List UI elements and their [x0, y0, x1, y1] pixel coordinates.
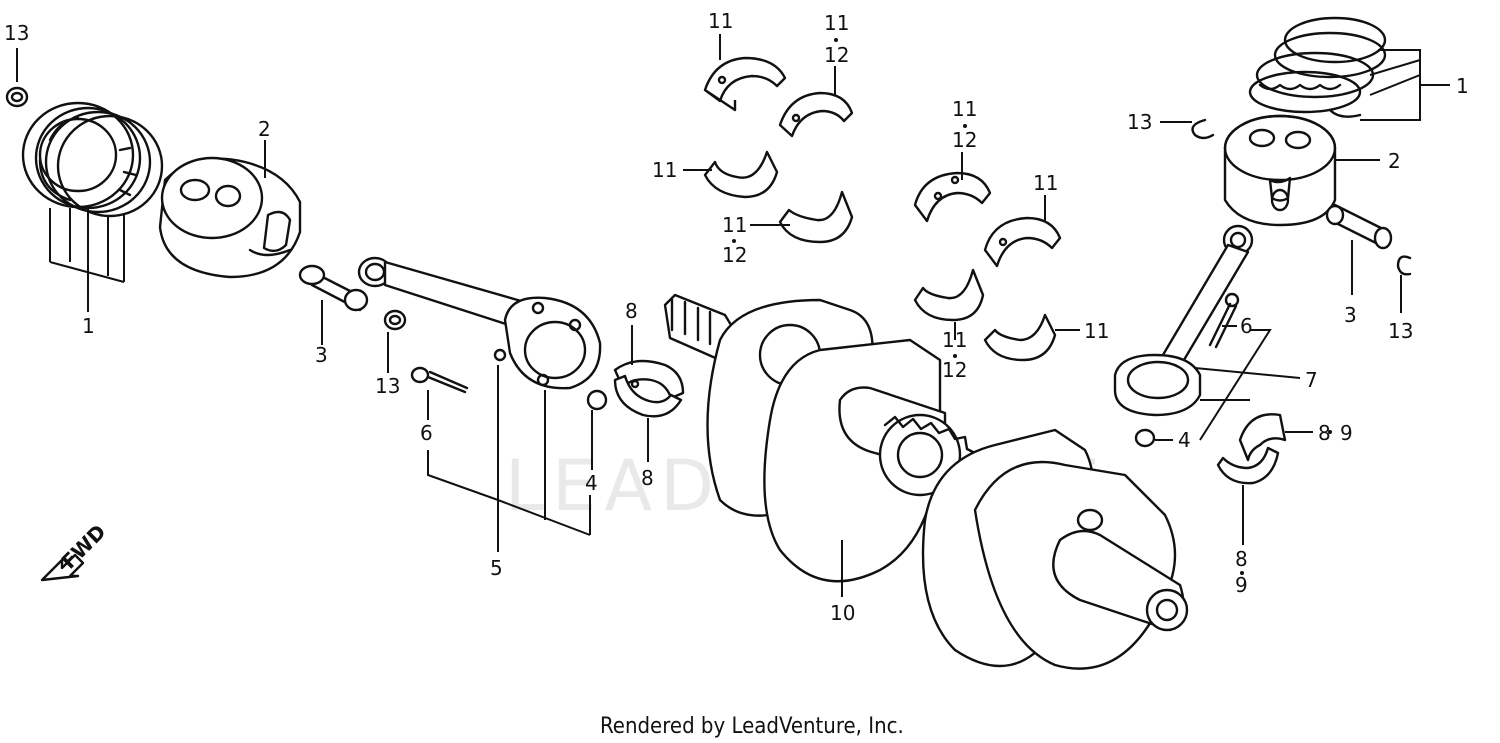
callout-9: 9 [1235, 573, 1248, 597]
callout-13: 13 [375, 374, 400, 398]
piston-pin-right[interactable] [1325, 203, 1393, 250]
rod-bearing-right-upper[interactable] [1238, 413, 1287, 462]
callout-8: 8 [1235, 547, 1248, 571]
callout-11: 11 [1033, 171, 1058, 195]
callout-13: 13 [1127, 110, 1152, 134]
callout-12: 12 [942, 358, 967, 382]
main-bearing-6[interactable] [983, 216, 1062, 268]
callout-12: 12 [722, 243, 747, 267]
piston-left[interactable] [158, 156, 302, 279]
rod-nut-left[interactable] [586, 389, 608, 411]
callout-13: 13 [4, 21, 29, 45]
callout-4: 4 [1178, 428, 1191, 452]
callout-6: 6 [420, 421, 433, 445]
callout-1: 1 [82, 314, 95, 338]
callout-3: 3 [1344, 303, 1357, 327]
callout-11: 11 [708, 9, 733, 33]
callout-3: 3 [315, 343, 328, 367]
callout-8: 8 [625, 299, 638, 323]
main-bearing-2[interactable] [778, 91, 854, 138]
callout-11: 11 [952, 97, 977, 121]
piston-pin-left[interactable] [298, 264, 369, 312]
callout-13: 13 [1388, 319, 1413, 343]
callout-11: 11 [824, 11, 849, 35]
snap-ring-left[interactable] [5, 86, 29, 108]
rod-bearing-left[interactable] [613, 359, 685, 418]
callout-11: 11 [942, 328, 967, 352]
piston-rings-right[interactable] [1248, 16, 1387, 118]
callout-2: 2 [1388, 149, 1401, 173]
crankshaft[interactable] [663, 293, 1189, 670]
callout-4: 4 [585, 471, 598, 495]
callout-8: 8 [641, 466, 654, 490]
callout-12: 12 [952, 128, 977, 152]
main-bearing-5[interactable] [913, 171, 992, 223]
main-bearing-1[interactable] [703, 56, 787, 112]
piston-right[interactable] [1223, 114, 1337, 227]
connecting-rod-left[interactable] [357, 256, 602, 390]
snap-ring-right[interactable] [1396, 255, 1412, 276]
rod-bolt-right[interactable] [1208, 292, 1240, 349]
callout-11: 11 [1084, 319, 1109, 343]
callout-10: 10 [830, 601, 855, 625]
snap-ring-right-top[interactable] [1191, 118, 1215, 140]
credit-text: Rendered by LeadVenture, Inc. [600, 714, 904, 739]
callout-11: 11 [722, 213, 747, 237]
main-bearing-8[interactable] [983, 313, 1057, 362]
main-bearing-7[interactable] [913, 268, 985, 322]
callout-12: 12 [824, 43, 849, 67]
callout-6: 6 [1240, 314, 1253, 338]
callout-9: 9 [1340, 421, 1353, 445]
callout-labels: 13 1 2 3 13 6 5 4 8 8 11 11 12 11 11 12 … [4, 9, 1469, 625]
piston-rings-left[interactable] [21, 101, 164, 218]
main-bearing-3[interactable] [703, 150, 779, 199]
forward-direction-indicator: FWD [40, 520, 111, 582]
connecting-rod-right[interactable] [1113, 224, 1254, 417]
callout-11: 11 [652, 158, 677, 182]
callout-1: 1 [1456, 74, 1469, 98]
snap-ring-center-left[interactable] [383, 309, 407, 331]
svg-text:FWD: FWD [57, 520, 111, 574]
callout-5: 5 [490, 556, 503, 580]
rod-bearing-right-lower[interactable] [1216, 446, 1280, 485]
separator-dots [732, 38, 1332, 575]
rod-nut-right[interactable] [1134, 428, 1156, 448]
callout-8: 8 [1318, 421, 1331, 445]
main-bearing-4[interactable] [778, 190, 854, 244]
callout-7: 7 [1305, 368, 1318, 392]
rod-bolt-left[interactable] [410, 366, 469, 394]
callout-2: 2 [258, 117, 271, 141]
